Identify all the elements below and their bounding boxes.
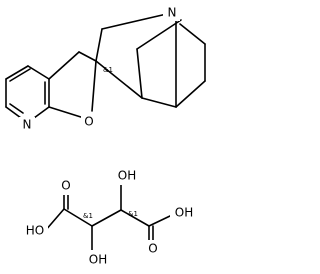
label-background [19, 117, 35, 135]
bottom-hydroxy-label: OH [89, 253, 107, 267]
bond [63, 208, 93, 227]
tartaric-acid-fragment: HO O OH OH OH O &1 &1 [20, 167, 198, 268]
bond [95, 28, 103, 62]
bond [136, 48, 143, 99]
upper-tartrate-stereo-marker: &1 [128, 210, 138, 218]
pyridine-nitrogen-label: N [23, 118, 32, 132]
bond [33, 106, 50, 119]
bond [91, 60, 97, 112]
label-background [145, 240, 162, 258]
bond [175, 80, 206, 108]
spiro-stereo-marker: &1 [103, 66, 113, 74]
top-hydroxy-label: OH [118, 169, 136, 183]
bond [27, 65, 50, 80]
label-background [170, 204, 198, 222]
bond [5, 106, 22, 119]
bond [44, 208, 65, 232]
label-background [20, 221, 48, 239]
label-background [58, 177, 75, 195]
bond [179, 23, 206, 45]
left-carbonyl-oxygen-label: O [61, 179, 70, 193]
bond [136, 19, 182, 50]
right-carbonyl-oxygen-label: O [148, 242, 157, 256]
right-acid-hydroxyl-label: OH [175, 206, 193, 220]
bond [9, 68, 31, 82]
bond [148, 215, 171, 227]
label-background [113, 167, 141, 185]
bond [95, 60, 143, 99]
left-acid-hydroxyl-label: HO [26, 224, 44, 238]
bond [48, 51, 80, 80]
bond [141, 97, 177, 108]
bond [91, 209, 122, 227]
bond [5, 65, 29, 80]
label-background [81, 113, 98, 131]
bond [48, 106, 85, 119]
quinuclidine-nitrogen-label: N [168, 6, 177, 20]
bond [9, 103, 24, 114]
bond [78, 51, 97, 62]
bond [120, 209, 150, 227]
lower-tartrate-stereo-marker: &1 [83, 212, 93, 220]
spiro-amine-fragment: N N O &1 [5, 3, 206, 135]
chemical-structure: N N O &1 HO O OH OH OH O &1 &1 [5, 3, 206, 268]
label-background [163, 3, 180, 21]
furan-oxygen-label: O [84, 115, 93, 129]
label-background [84, 250, 112, 268]
bond [101, 12, 172, 30]
